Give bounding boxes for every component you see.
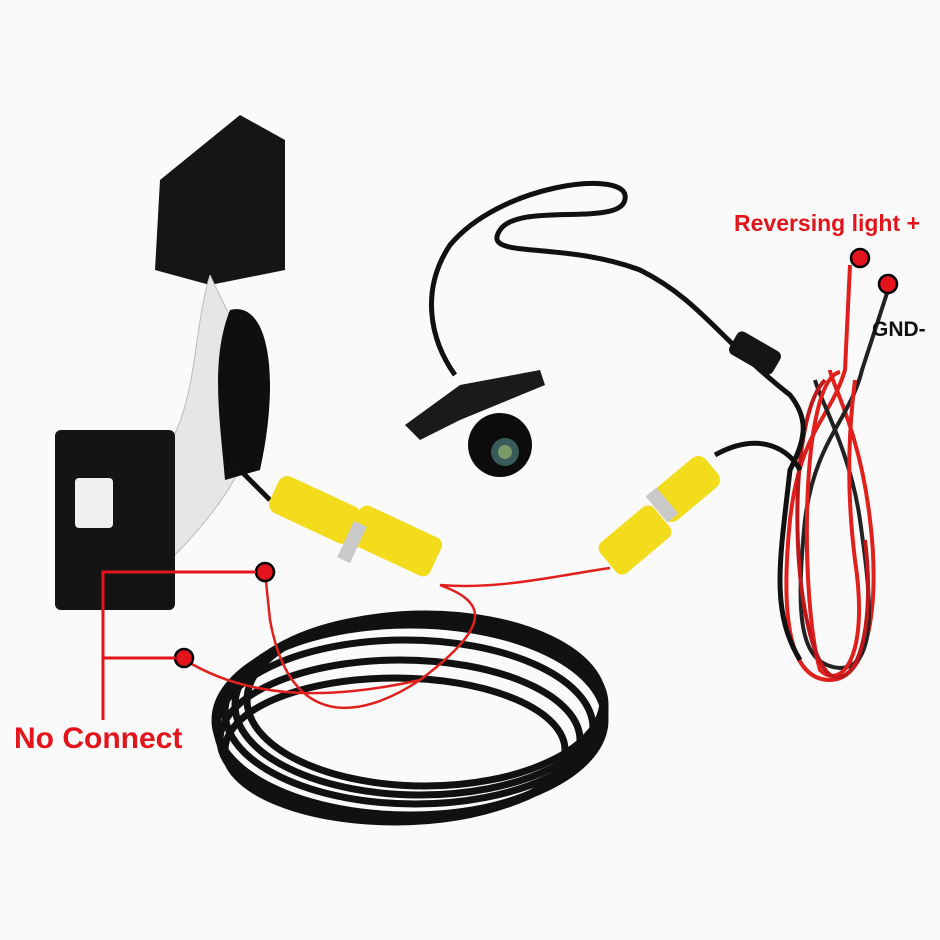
gnd-dot xyxy=(877,273,899,295)
cable-plug xyxy=(729,331,781,375)
gnd-label: GND- xyxy=(872,318,926,341)
no-connect-dot-2 xyxy=(173,647,195,669)
no-connect-dot-1 xyxy=(254,561,276,583)
camera-cable xyxy=(429,181,806,662)
no-connect-leader-lines xyxy=(101,570,256,720)
no-connect-label: No Connect xyxy=(14,722,183,755)
coiled-video-cable xyxy=(211,610,609,826)
rca-connector-left xyxy=(228,458,443,577)
trigger-wire xyxy=(184,566,611,709)
reversing-camera xyxy=(405,370,545,477)
reversing-light-dot xyxy=(849,247,871,269)
reversing-light-label: Reversing light + xyxy=(734,210,920,236)
annotation-markers xyxy=(101,247,899,720)
rca-connector-right xyxy=(598,440,803,575)
car-harness xyxy=(55,115,285,610)
